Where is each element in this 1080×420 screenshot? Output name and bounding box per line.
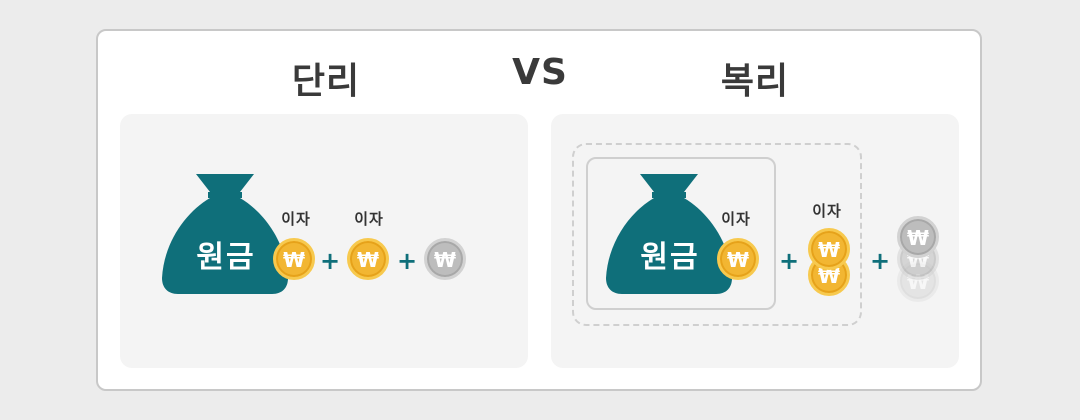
svg-text:₩: ₩ <box>907 226 929 250</box>
interest-label-1: 이자 <box>281 210 311 228</box>
principal-plus-interest-box <box>586 157 776 310</box>
interest-label-2: 이자 <box>354 210 384 228</box>
money-bag-icon <box>162 174 288 294</box>
principal-label: 원금 <box>196 240 256 275</box>
svg-text:₩: ₩ <box>434 248 456 272</box>
plus-sign: + <box>870 247 891 275</box>
svg-text:₩: ₩ <box>727 248 749 272</box>
vs-label: VS <box>512 52 568 93</box>
plus-sign: + <box>397 247 418 275</box>
won-coin-icon: ₩ <box>273 238 315 280</box>
simple-interest-title: 단리 <box>291 61 361 102</box>
money-bag-icon <box>606 174 732 294</box>
plus-sign: + <box>779 247 800 275</box>
compound-interest-title: 복리 <box>720 61 790 102</box>
svg-text:₩: ₩ <box>818 238 840 262</box>
won-coin-icon: ₩ <box>808 228 850 270</box>
plus-sign: + <box>320 247 341 275</box>
svg-text:₩: ₩ <box>357 248 379 272</box>
interest-label-1: 이자 <box>721 210 751 228</box>
principal-label: 원금 <box>640 240 700 275</box>
svg-text:₩: ₩ <box>818 264 840 288</box>
compound-group-dashed-box <box>572 143 862 326</box>
interest-label-2: 이자 <box>812 202 842 220</box>
won-coin-grey-icon: ₩ <box>897 216 939 258</box>
won-coin-grey-icon: ₩ <box>424 238 466 280</box>
svg-text:₩: ₩ <box>283 248 305 272</box>
won-coin-icon: ₩ <box>717 238 759 280</box>
won-coin-icon: ₩ <box>347 238 389 280</box>
